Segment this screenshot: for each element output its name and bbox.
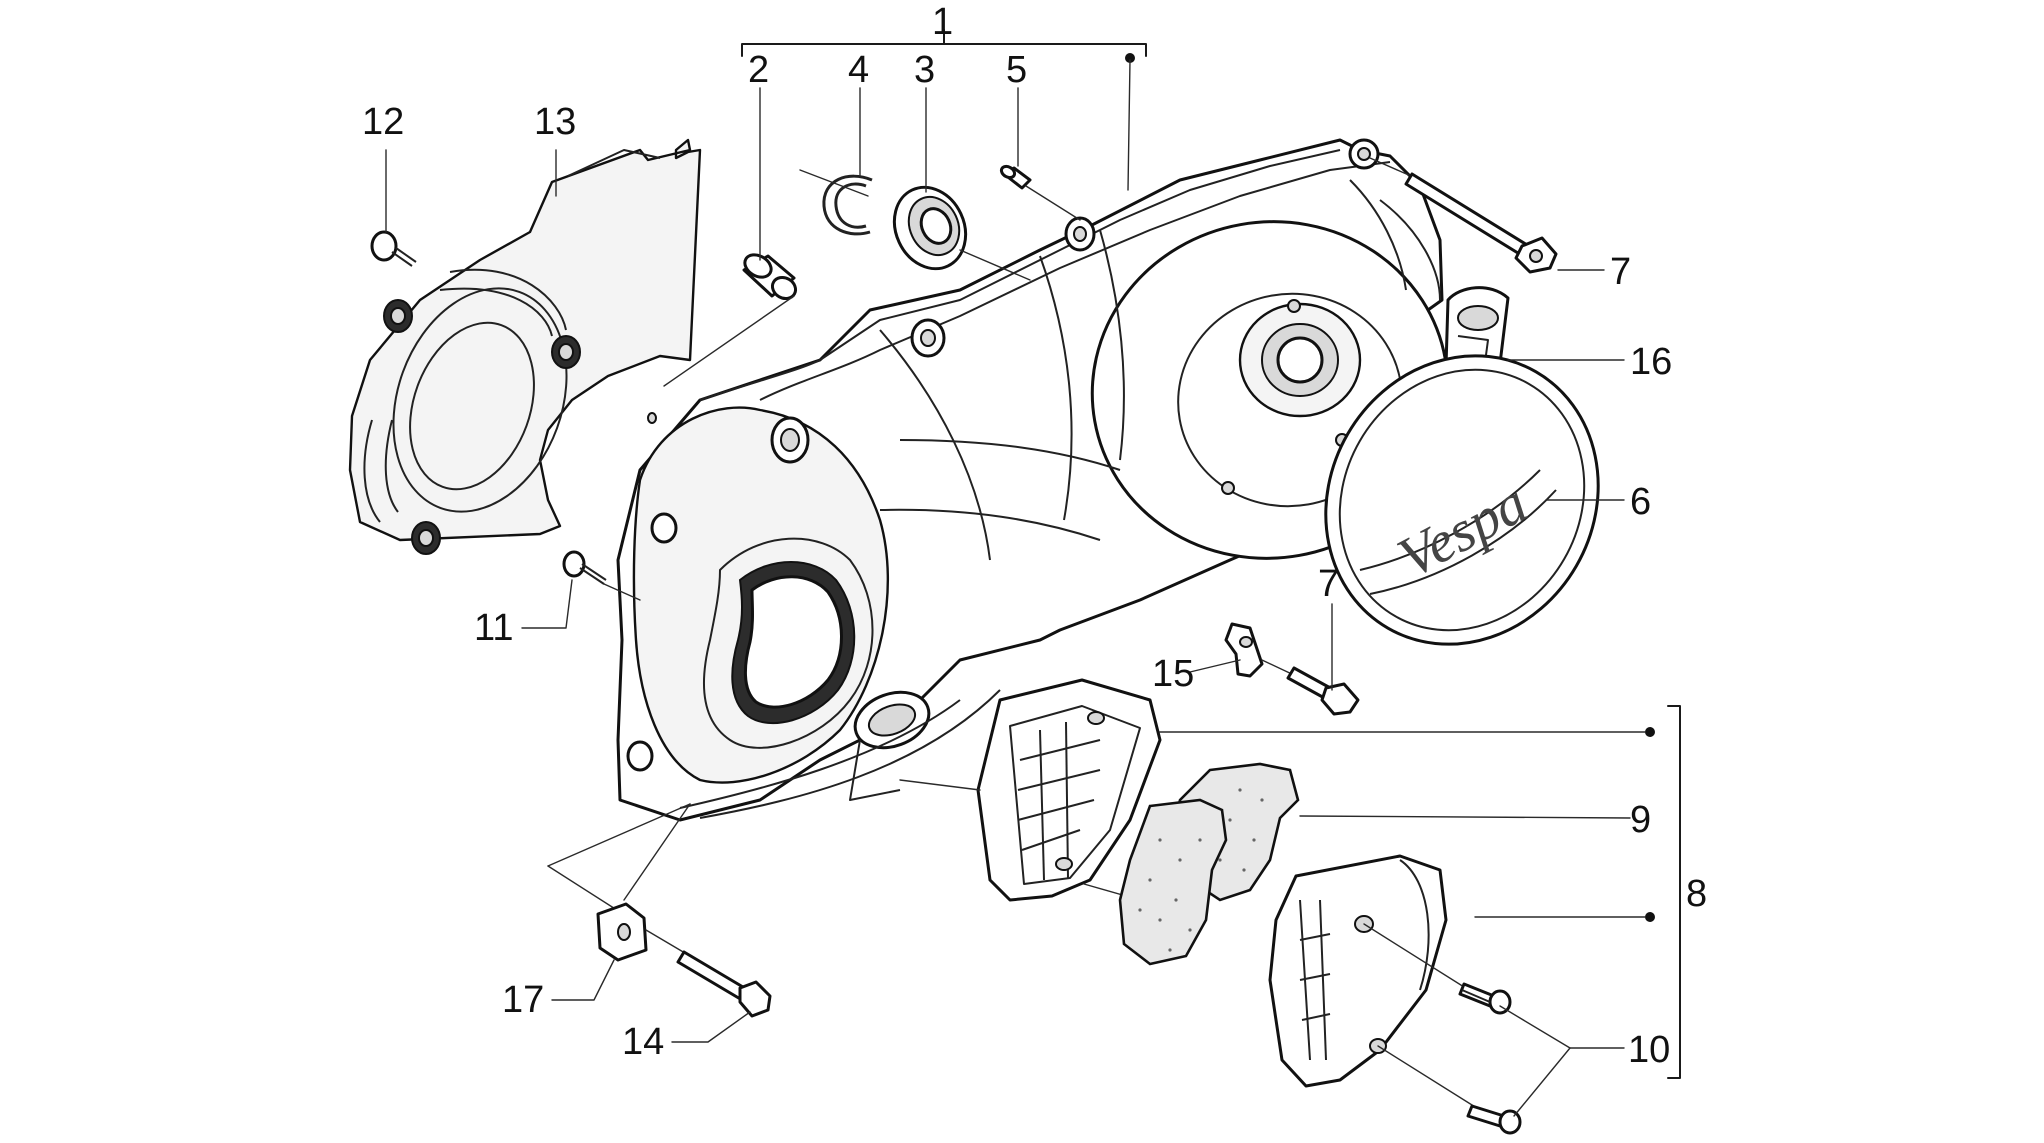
dowel-pin-5-icon: [999, 164, 1081, 221]
callout-16: 16: [1630, 341, 1672, 383]
filter-housing-8: [899, 678, 1162, 902]
clip-15-icon: [1224, 622, 1264, 678]
bolt-14-icon: [645, 929, 772, 1018]
callout-8: 8: [1686, 873, 1707, 915]
screw-11-icon: [562, 550, 641, 601]
bearing-3-icon: [892, 185, 1031, 281]
callout-labels: 1 2 3 4 5 6 7 7 8 9 10 11 12 13 14 15 16…: [362, 1, 1707, 1071]
callout-3: 3: [914, 49, 935, 91]
callout-5: 5: [1006, 49, 1027, 91]
bolt-7-upper-icon: [1369, 157, 1558, 274]
callout-13: 13: [534, 101, 576, 143]
callout-2: 2: [748, 49, 769, 91]
foam-texture: [1138, 788, 1264, 952]
screws-10-icon: [1363, 923, 1522, 1135]
callout-12: 12: [362, 101, 404, 143]
vespa-cap-6: Vespa: [1324, 354, 1600, 646]
bracket-8: [1159, 705, 1681, 1079]
filter-cover-front: [1268, 854, 1448, 1088]
callout-14: 14: [622, 1021, 664, 1063]
bush-2-icon: [663, 253, 798, 387]
callout-10: 10: [1628, 1029, 1670, 1071]
callout-17: 17: [502, 979, 544, 1021]
callout-9: 9: [1630, 799, 1651, 841]
nut-plate-17-icon: [547, 803, 691, 962]
callout-1: 1: [932, 1, 953, 43]
callout-4: 4: [848, 49, 869, 91]
leader-lines: [385, 87, 1625, 1117]
bolt-7-lower-icon: [1261, 659, 1360, 716]
screw-12-icon: [370, 230, 417, 267]
callout-15: 15: [1152, 653, 1194, 695]
callout-11: 11: [474, 607, 513, 649]
callout-7-lower: 7: [1318, 563, 1339, 605]
bracket-1: [741, 29, 1147, 191]
callout-6: 6: [1630, 481, 1651, 523]
heat-shield-plate: [348, 138, 702, 555]
foam-filter-9: [1118, 762, 1631, 966]
circlip-4-icon: [799, 169, 873, 236]
callout-7-upper: 7: [1610, 251, 1631, 293]
